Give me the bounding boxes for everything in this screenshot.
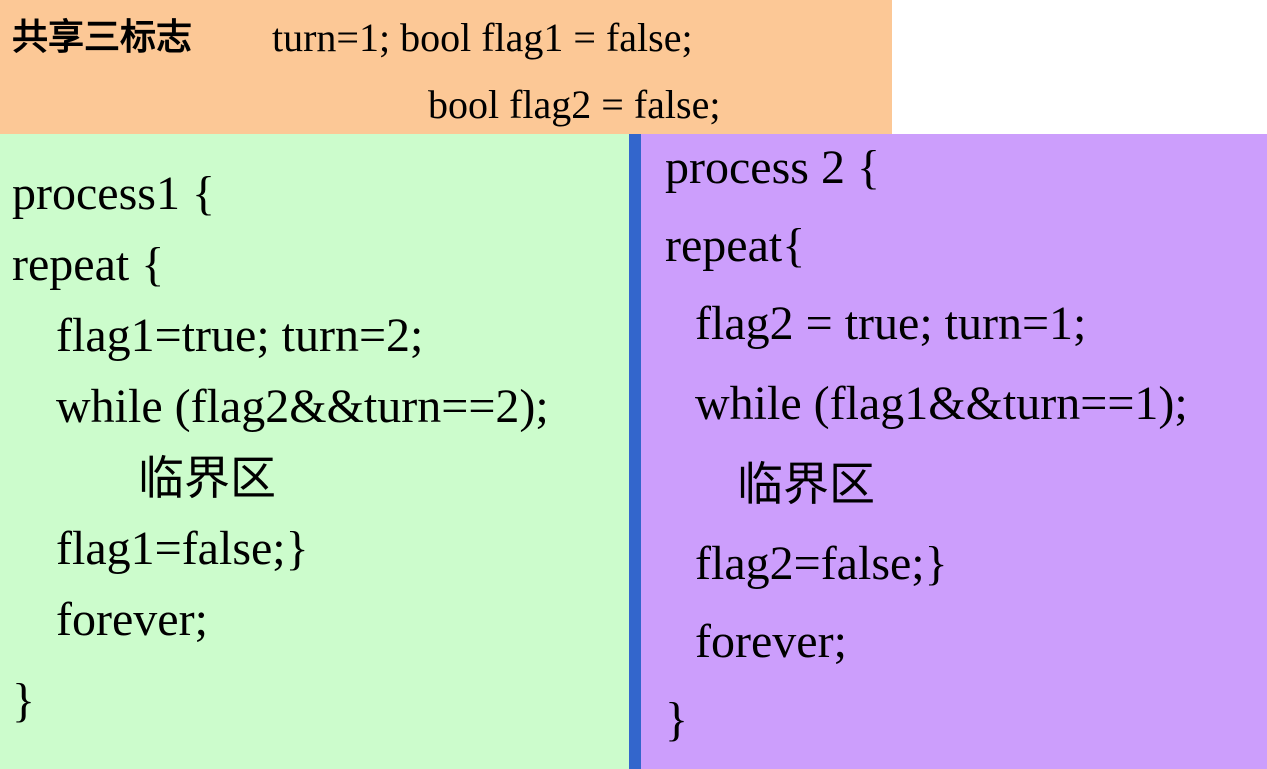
shared-flags-header: 共享三标志 turn=1; bool flag1 = false; bool f… [0, 0, 892, 134]
process1-line-forever: forever; [56, 593, 208, 646]
panel-divider [629, 134, 641, 769]
process2-line-set-flag: flag2 = true; turn=1; [695, 297, 1087, 350]
process1-line-critical-section: 临界区 [138, 451, 276, 505]
process1-line-while: while (flag2&&turn==2); [56, 380, 549, 433]
process2-panel: process 2 { repeat{ flag2 = true; turn=1… [641, 134, 1267, 769]
header-declaration-line1: turn=1; bool flag1 = false; [272, 15, 693, 60]
process2-line-critical-section: 临界区 [737, 457, 875, 511]
process2-line-reset-flag: flag2=false;} [695, 537, 948, 590]
process1-line-close: } [12, 674, 36, 727]
process1-line-repeat: repeat { [12, 238, 165, 291]
process2-line-while: while (flag1&&turn==1); [695, 377, 1188, 430]
process1-line-set-flag: flag1=true; turn=2; [56, 309, 424, 362]
process2-line-forever: forever; [695, 615, 847, 668]
process1-panel: process1 { repeat { flag1=true; turn=2; … [0, 134, 629, 769]
process2-line-repeat: repeat{ [665, 219, 806, 272]
process2-line-header: process 2 { [665, 141, 880, 194]
header-label: 共享三标志 [12, 17, 193, 58]
process1-line-header: process1 { [12, 167, 215, 220]
header-declaration-line2: bool flag2 = false; [428, 82, 721, 127]
process1-line-reset-flag: flag1=false;} [56, 522, 309, 575]
process2-line-close: } [665, 693, 689, 746]
